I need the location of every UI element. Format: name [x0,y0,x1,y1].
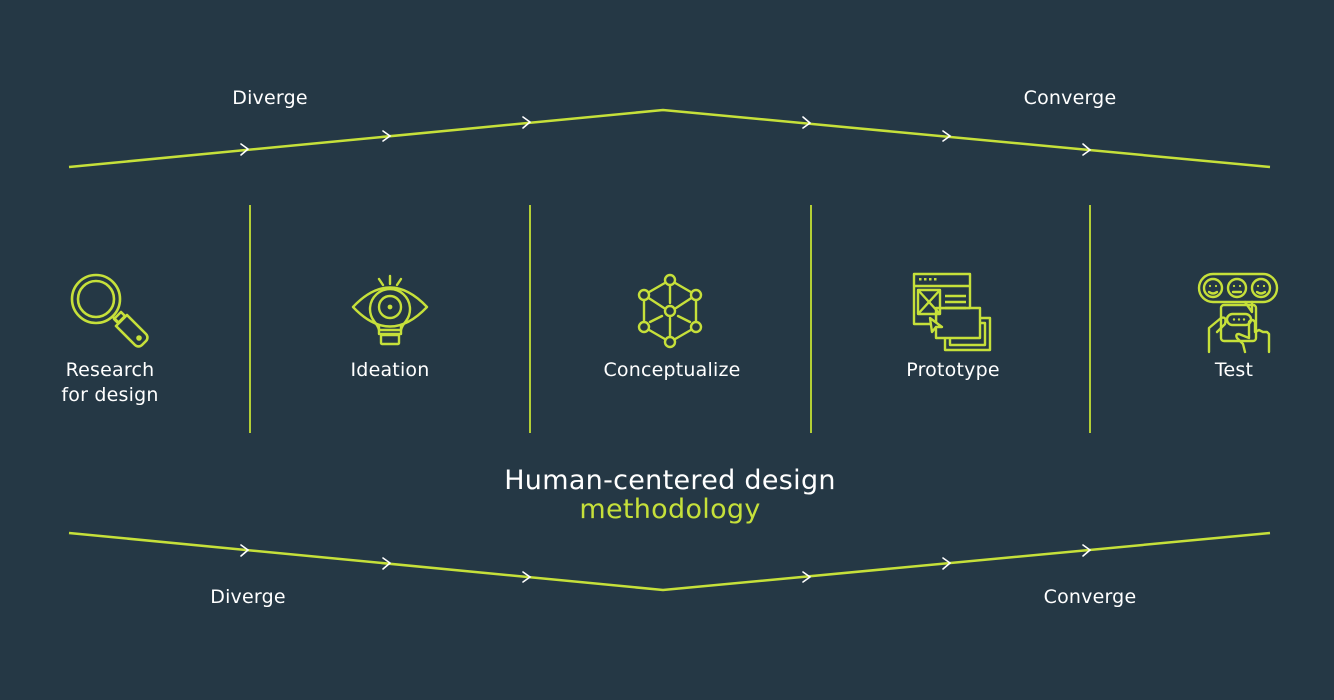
diagram-title: Human-centered design [504,465,836,496]
stage-label-prototype: Prototype [906,359,1000,381]
stage-divider [810,205,812,433]
magnifying-glass-icon [70,273,149,348]
cube-network-icon [637,273,703,349]
wireframe-windows-icon [912,272,992,352]
diagram-subtitle: methodology [579,494,761,525]
stage-label-line2: for design [61,384,159,406]
stage-divider [529,205,531,433]
stage-label-conceptualize: Conceptualize [603,359,741,381]
bottom-flow-line [68,531,1271,592]
stage-label-line1: Research [65,359,155,381]
arrow-icons [240,116,1092,583]
stage-divider [1089,205,1091,433]
stage-label-ideation: Ideation [350,359,430,381]
stage-label-test: Test [1214,359,1254,381]
top-diverge-label: Diverge [232,87,308,109]
eye-lightbulb-icon [351,274,429,346]
bottom-converge-label: Converge [1043,586,1137,608]
feedback-smileys-icon [1197,272,1279,354]
top-flow-line [68,108,1271,169]
stage-label-research: Research for design [10,358,210,408]
top-converge-label: Converge [1023,87,1117,109]
bottom-diverge-label: Diverge [210,586,286,608]
stage-divider [249,205,251,433]
